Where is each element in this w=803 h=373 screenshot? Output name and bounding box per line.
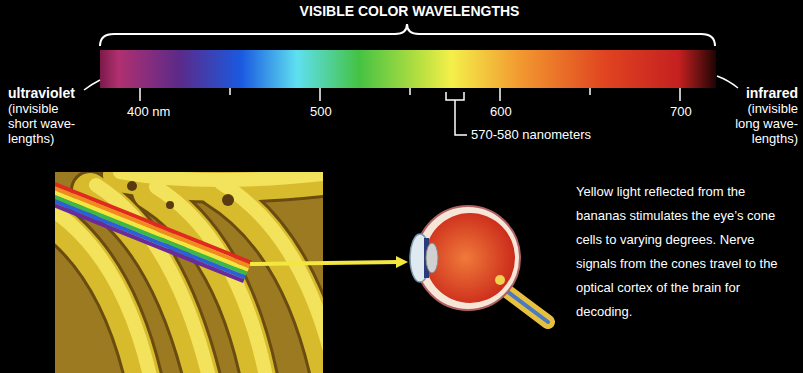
label-wrap: Yellow light reflected from the bananas … <box>576 180 798 324</box>
light-beam <box>250 262 398 264</box>
region-label: ultraviolet <box>8 85 75 102</box>
title: VISIBLE COLOR WAVELENGTHS <box>2 3 803 19</box>
label-wrap: ultraviolet <box>8 85 75 102</box>
tick-label: 700 <box>670 104 692 120</box>
title-wrap: VISIBLE COLOR WAVELENGTHS <box>2 3 803 19</box>
leader-line <box>84 80 100 90</box>
label-wrap: 600 <box>490 104 512 120</box>
eye-illustration <box>410 206 548 322</box>
leader-line <box>717 76 738 88</box>
label-wrap: 400 nm <box>127 104 170 120</box>
label-wrap: (invisible long wave-lengths) <box>722 101 798 146</box>
banana-photo <box>55 172 323 373</box>
tick-label: 600 <box>490 104 512 120</box>
range-label: 570-580 nanometers <box>471 127 591 143</box>
tick-marks <box>140 88 680 101</box>
range-bracket <box>446 92 467 135</box>
arrowhead <box>396 256 408 268</box>
region-label: infrared <box>746 85 798 102</box>
tick-label: 500 <box>310 104 332 120</box>
region-note: (invisible short wave-lengths) <box>8 101 90 146</box>
region-note: (invisible long wave-lengths) <box>722 101 798 146</box>
note: Yellow light reflected from the bananas … <box>576 180 798 324</box>
brace <box>100 24 715 46</box>
label-wrap: (invisible short wave-lengths) <box>8 101 90 146</box>
label-wrap: 570-580 nanometers <box>471 127 591 143</box>
tick-label: 400 nm <box>127 104 170 120</box>
label-wrap: 700 <box>670 104 692 120</box>
label-wrap: infrared <box>746 85 798 102</box>
label-wrap: 500 <box>310 104 332 120</box>
spectrum-bar <box>100 50 716 88</box>
